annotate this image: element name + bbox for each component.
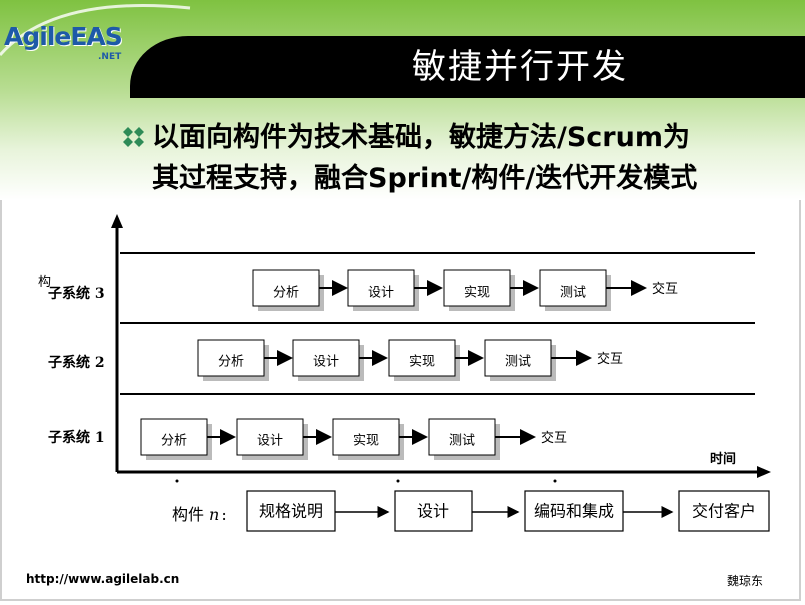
component-var: n [209,505,219,524]
end-label: 交互 [597,351,623,367]
x-axis-arrow-icon [757,466,771,478]
step-label: 设计 [257,434,283,449]
component-step-label: 设计 [417,502,449,521]
logo-text: AgileEAS [4,22,123,51]
footer-url: http://www.agilelab.cn [26,572,180,586]
component-step-box [678,490,770,532]
subsystem-2-row: 子系统 2 分析 设计 实现 测试 交互 [48,339,623,381]
step-box [484,339,552,377]
step-box [332,418,400,456]
bullet-line-1: 以面向构件为技术基础，敏捷方法/Scrum为 [152,122,690,153]
step-label: 分析 [273,286,299,301]
step-label: 设计 [368,286,394,301]
end-label: 交互 [541,430,567,446]
subsystem-label: 子系统 1 [48,429,105,446]
step-label: 分析 [218,355,244,370]
step-box [140,418,208,456]
bullet-text: 以面向构件为技术基础，敏捷方法/Scrum为 其过程支持，融合Sprint/构件… [152,117,792,199]
title-bar [130,36,805,98]
step-label: 测试 [449,434,475,449]
component-step-label: 规格说明 [259,502,323,521]
header-background [0,0,805,200]
component-step-box [524,490,624,532]
step-label: 测试 [505,355,531,370]
step-box [236,418,304,456]
step-box [428,418,496,456]
component-step-label: 交付客户 [692,502,756,521]
component-step-box [246,490,336,532]
subsystem-1-row: 子系统 1 分析 设计 实现 测试 交互 [48,418,567,460]
step-label: 实现 [464,286,490,301]
component-step-label: 编码和集成 [534,502,614,521]
step-label: 分析 [161,434,187,449]
step-label: 测试 [560,286,586,301]
component-step-box [394,490,473,532]
footer-author: 魏琼东 [727,574,764,588]
step-box [388,339,456,377]
logo-suffix: .NET [98,52,122,62]
step-box [292,339,360,377]
slide-title: 敏捷并行开发 [412,47,628,87]
step-label: 设计 [313,355,339,370]
step-box [347,269,415,307]
component-label-text: 构件 [172,505,204,524]
step-box [252,269,320,307]
step-box [197,339,265,377]
y-axis-arrow-icon [111,214,123,228]
end-label: 交互 [652,281,678,297]
stray-char: 构 [38,275,51,290]
step-label: 实现 [353,434,379,449]
bullet-diamond-icon [123,127,144,147]
subsystem-label: 子系统 3 [48,285,105,302]
bullet-line-2: 其过程支持，融合Sprint/构件/迭代开发模式 [152,163,698,194]
time-axis-label: 时间 [710,451,736,467]
step-box [443,269,511,307]
logo: AgileEAS [4,22,123,51]
subsystem-3-row: 子系统 3 分析 设计 实现 测试 交互 [48,269,678,311]
logo-swoosh-icon [0,3,191,56]
step-box [539,269,607,307]
step-label: 实现 [409,355,435,370]
subsystem-label: 子系统 2 [48,354,105,371]
